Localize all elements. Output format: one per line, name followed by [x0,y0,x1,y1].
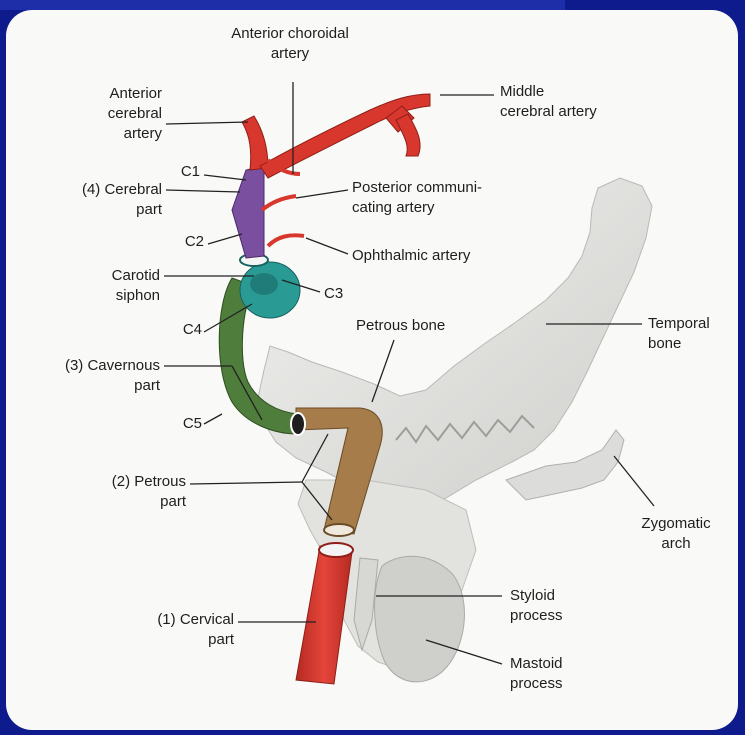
petrous-part-cut-end [324,524,354,536]
label-cavernous-part: (3) Cavernous part [26,356,160,396]
label-petrous-part: (2) Petrous part [66,472,186,512]
label-anterior-cerebral-artery: Anterior cerebral artery [66,84,162,144]
label-cerebral-part: (4) Cerebral part [36,180,162,220]
label-cervical-part: (1) Cervical part [106,610,234,650]
carotid-siphon-inner [250,273,278,295]
label-carotid-siphon: Carotid siphon [66,266,160,306]
title-bar [0,0,565,10]
label-styloid-process: Styloid process [510,586,610,626]
label-middle-cerebral-artery: Middle cerebral artery [500,82,650,122]
cerebral-part-vessel [232,166,264,258]
cervical-part-vessel [296,546,352,684]
figure-panel: Anterior choroidal artery Middle cerebra… [6,10,738,730]
mastoid-process-shape [375,556,465,682]
label-c1: C1 [166,162,200,182]
cavernous-part-cut-end [291,413,305,435]
middle-cerebral-branch-lower [396,114,420,156]
label-ophthalmic-artery: Ophthalmic artery [352,246,522,266]
anterior-cerebral-artery-vessel [242,116,268,170]
ophthalmic-artery-vessel [268,235,304,246]
cervical-part-cut-end [319,543,353,557]
label-c2: C2 [168,232,204,252]
label-c3: C3 [324,284,358,304]
label-petrous-bone: Petrous bone [356,316,476,336]
label-anterior-choroidal-artery: Anterior choroidal artery [206,24,374,64]
label-c4: C4 [166,320,202,340]
label-temporal-bone: Temporal bone [648,314,734,354]
posterior-communicating-artery-vessel [262,196,296,210]
label-mastoid-process: Mastoid process [510,654,610,694]
label-posterior-communicating-artery: Posterior communi- cating artery [352,178,522,218]
label-c5: C5 [166,414,202,434]
label-zygomatic-arch: Zygomatic arch [622,514,730,554]
